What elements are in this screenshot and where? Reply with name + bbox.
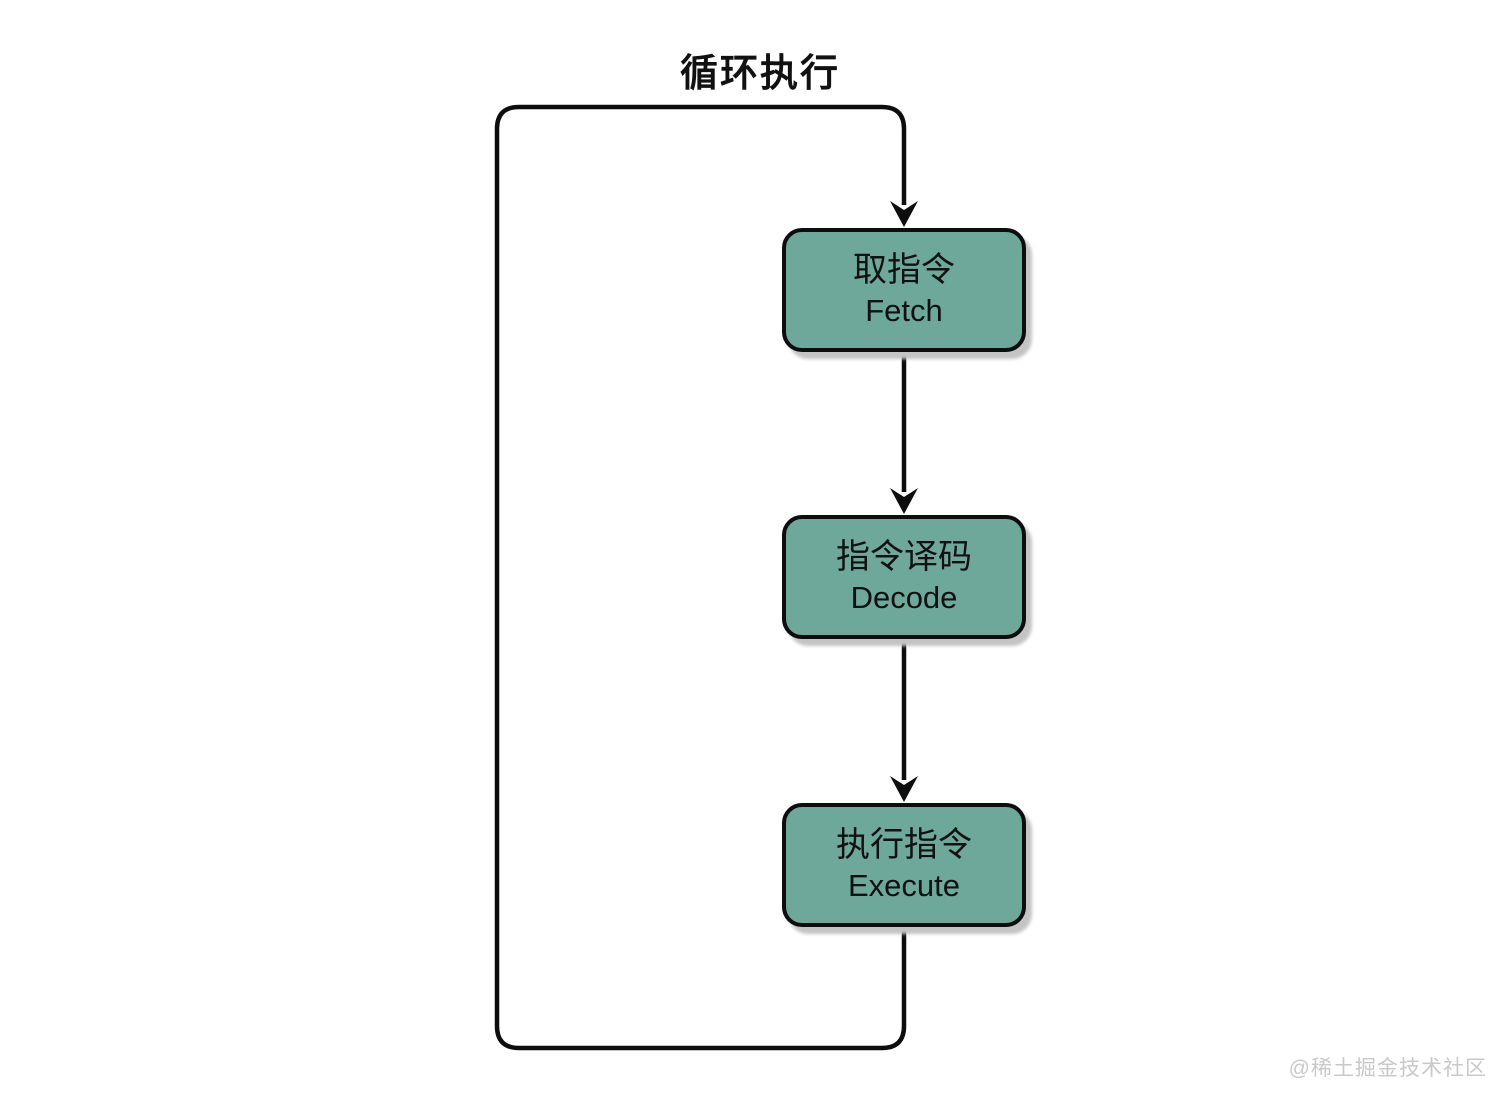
node-execute: 执行指令 Execute	[782, 803, 1026, 927]
node-decode-label-en: Decode	[850, 579, 958, 615]
arrowhead-loop-to-fetch	[890, 201, 918, 227]
node-fetch-label-zh: 取指令	[853, 251, 955, 290]
node-execute-label-zh: 执行指令	[836, 826, 972, 865]
loop-path	[494, 104, 907, 1051]
node-fetch: 取指令 Fetch	[782, 228, 1026, 352]
node-execute-label-en: Execute	[847, 867, 960, 903]
arrowhead-decode-execute	[890, 776, 918, 802]
node-decode: 指令译码 Decode	[782, 515, 1026, 639]
diagram-title: 循环执行	[679, 53, 840, 95]
watermark: @稀土掘金技术社区	[1288, 1057, 1487, 1080]
node-fetch-label-en: Fetch	[865, 292, 943, 328]
arrowhead-fetch-decode	[890, 488, 918, 514]
node-decode-label-zh: 指令译码	[836, 538, 972, 577]
